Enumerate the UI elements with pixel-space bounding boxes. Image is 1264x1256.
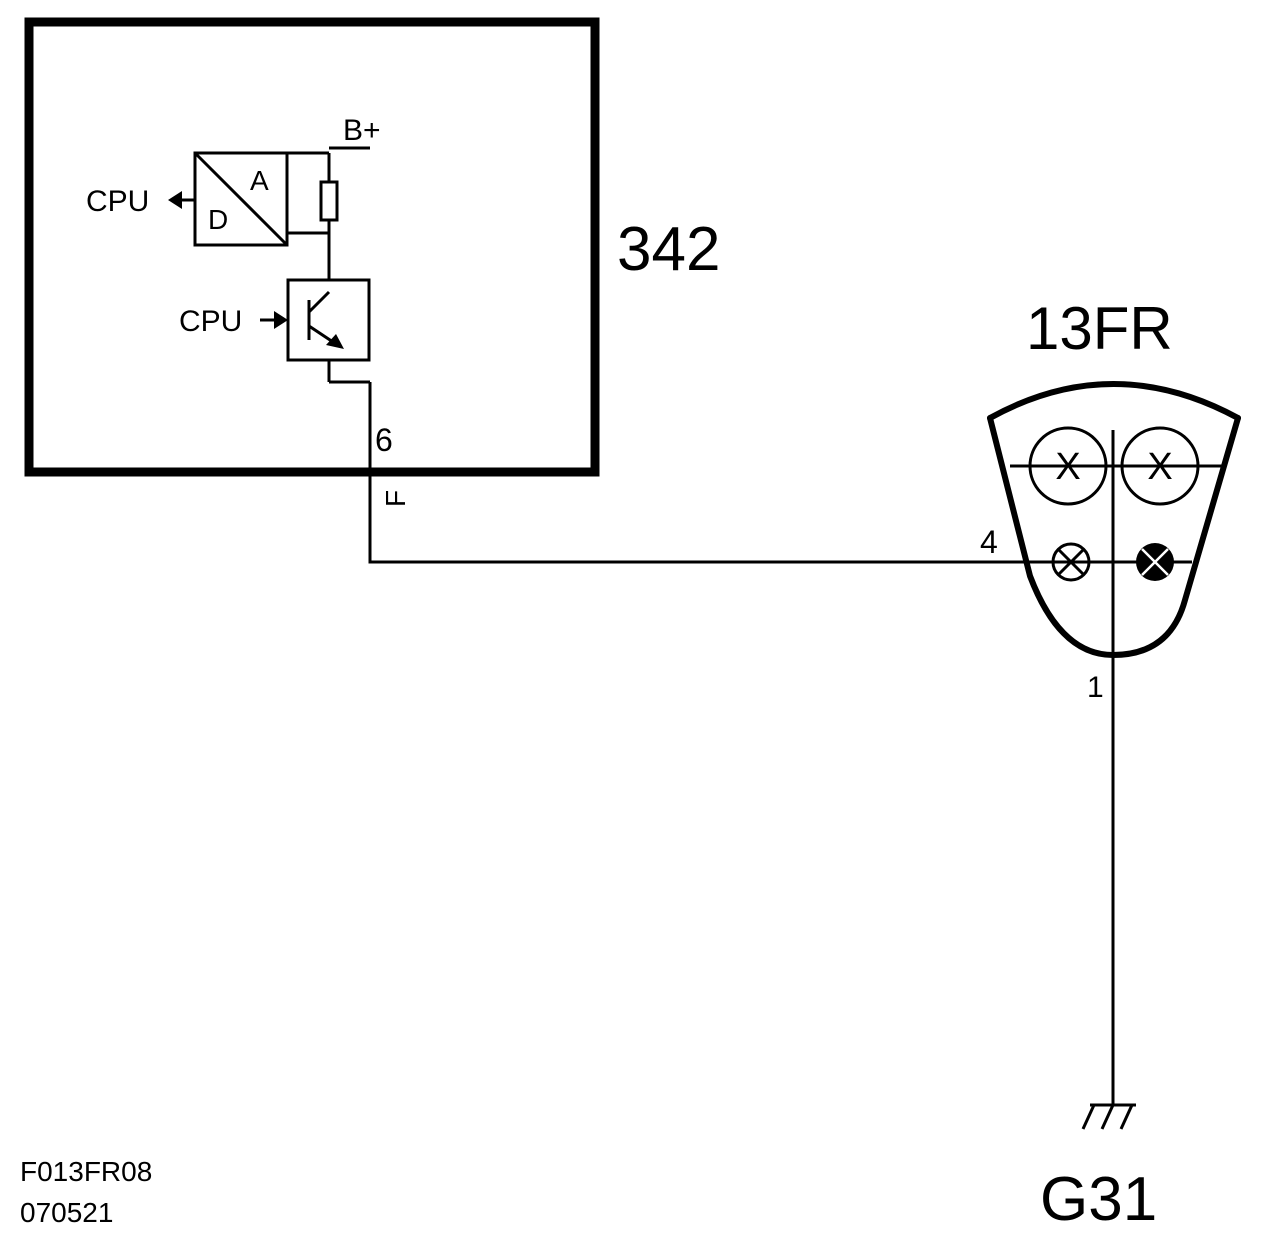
module-id-label: 342 <box>617 215 720 284</box>
cpu-input-label: CPU <box>179 305 242 338</box>
bulb-label-right: X <box>1147 446 1172 488</box>
ground-g31: G31 <box>1040 1103 1157 1234</box>
left-arrow-icon <box>168 191 182 209</box>
wire-code-label: F <box>380 490 411 507</box>
bulb-symbol-right: X <box>1120 426 1200 506</box>
adc-analog-label: A <box>250 165 269 196</box>
bulb-symbol-left: X <box>1028 426 1108 506</box>
lamp-lens <box>987 381 1241 421</box>
pull-up-resistor: B+ <box>287 114 381 280</box>
lamp-filament-icon <box>1051 542 1091 582</box>
supply-label: B+ <box>343 114 381 147</box>
adc-digital-label: D <box>208 204 228 235</box>
transistor-switch <box>286 278 371 384</box>
module-342: A D CPU B+ <box>24 17 720 477</box>
module-outline <box>24 17 600 477</box>
cpu-output-line: CPU <box>86 185 195 218</box>
bulb-label-left: X <box>1055 446 1080 488</box>
module-pin-label: 6 <box>375 422 393 458</box>
lamp-13fr: X X 13FR <box>987 295 1241 660</box>
right-arrow-icon <box>274 311 288 329</box>
lamp-filament-filled-icon <box>1136 543 1174 581</box>
emitter-arrow-icon <box>326 334 344 349</box>
footer: F013FR08 070521 <box>20 1156 152 1228</box>
diagram-code: F013FR08 <box>20 1156 152 1187</box>
lamp-input-pin-label: 4 <box>980 524 998 560</box>
cpu-output-label: CPU <box>86 185 149 218</box>
diagram-date: 070521 <box>20 1197 113 1228</box>
lamp-id-label: 13FR <box>1026 295 1173 362</box>
ad-converter: A D <box>193 151 289 247</box>
lamp-ground-pin-label: 1 <box>1087 671 1104 704</box>
ground-wire: 1 <box>1087 655 1115 1105</box>
cpu-input-line: CPU <box>179 305 288 338</box>
signal-wire: 6 F 4 <box>368 382 1025 564</box>
chassis-ground-icon <box>1081 1103 1136 1130</box>
ground-id-label: G31 <box>1040 1165 1157 1234</box>
